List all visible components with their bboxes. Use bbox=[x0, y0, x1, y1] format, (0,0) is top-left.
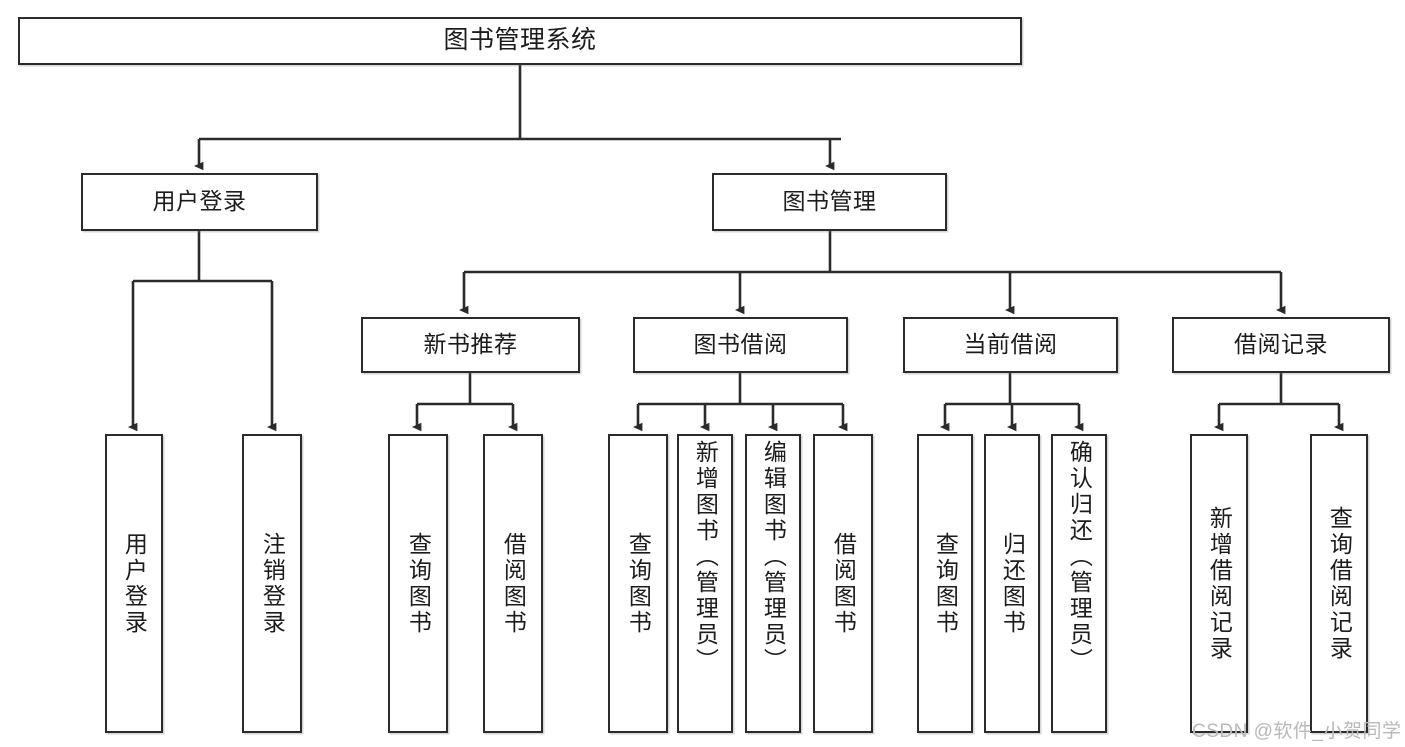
node-leaf-add-record-label: 新增借阅记录 bbox=[1206, 505, 1233, 662]
node-leaf-query-book-1-label: 查询图书 bbox=[405, 531, 432, 636]
node-leaf-query-book-2[interactable]: 查询图书 bbox=[608, 434, 668, 733]
node-book-borrow[interactable]: 图书借阅 bbox=[633, 317, 848, 373]
node-new-book-recommend-label: 新书推荐 bbox=[423, 331, 518, 358]
node-user-login[interactable]: 用户登录 bbox=[81, 173, 318, 231]
node-leaf-edit-book-label: 编辑图书（管理员） bbox=[760, 440, 787, 674]
node-root-label: 图书管理系统 bbox=[443, 26, 597, 55]
node-new-book-recommend[interactable]: 新书推荐 bbox=[361, 317, 580, 373]
node-leaf-confirm-return[interactable]: 确认归还（管理员） bbox=[1051, 434, 1107, 733]
node-leaf-user-logout-label: 注销登录 bbox=[259, 531, 286, 636]
node-leaf-return-book-label: 归还图书 bbox=[999, 531, 1026, 636]
node-leaf-return-book[interactable]: 归还图书 bbox=[984, 434, 1040, 733]
node-leaf-query-book-2-label: 查询图书 bbox=[625, 531, 652, 636]
node-leaf-user-login-label: 用户登录 bbox=[121, 531, 148, 636]
watermark: CSDN @软件_小贺同学 bbox=[1192, 721, 1402, 742]
node-book-borrow-label: 图书借阅 bbox=[693, 331, 788, 358]
node-leaf-borrow-book-1-label: 借阅图书 bbox=[500, 531, 527, 636]
node-leaf-borrow-book-1[interactable]: 借阅图书 bbox=[483, 434, 543, 733]
node-leaf-borrow-book-2-label: 借阅图书 bbox=[830, 531, 857, 636]
node-leaf-user-logout[interactable]: 注销登录 bbox=[242, 434, 302, 733]
node-leaf-borrow-book-2[interactable]: 借阅图书 bbox=[813, 434, 873, 733]
node-borrow-record-label: 借阅记录 bbox=[1234, 331, 1328, 358]
node-leaf-query-book-3[interactable]: 查询图书 bbox=[917, 434, 973, 733]
node-current-borrow[interactable]: 当前借阅 bbox=[903, 317, 1118, 373]
node-root[interactable]: 图书管理系统 bbox=[18, 17, 1022, 65]
node-borrow-record[interactable]: 借阅记录 bbox=[1172, 317, 1390, 373]
node-leaf-confirm-return-label: 确认归还（管理员） bbox=[1066, 440, 1093, 674]
node-leaf-add-book[interactable]: 新增图书（管理员） bbox=[677, 434, 733, 733]
node-book-manage-label: 图书管理 bbox=[782, 188, 877, 215]
node-leaf-query-book-3-label: 查询图书 bbox=[932, 531, 959, 636]
node-user-login-label: 用户登录 bbox=[152, 188, 247, 215]
node-leaf-user-login[interactable]: 用户登录 bbox=[105, 434, 163, 733]
node-leaf-query-record-label: 查询借阅记录 bbox=[1326, 505, 1353, 662]
node-leaf-add-record[interactable]: 新增借阅记录 bbox=[1190, 434, 1248, 733]
node-leaf-query-book-1[interactable]: 查询图书 bbox=[388, 434, 448, 733]
node-current-borrow-label: 当前借阅 bbox=[963, 331, 1058, 358]
node-book-manage[interactable]: 图书管理 bbox=[712, 173, 947, 231]
node-leaf-add-book-label: 新增图书（管理员） bbox=[692, 440, 719, 674]
node-leaf-query-record[interactable]: 查询借阅记录 bbox=[1310, 434, 1368, 733]
node-leaf-edit-book[interactable]: 编辑图书（管理员） bbox=[745, 434, 801, 733]
